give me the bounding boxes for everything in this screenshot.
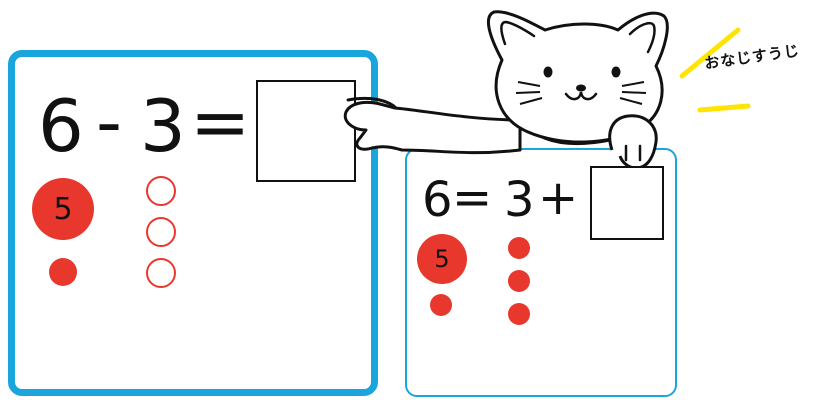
- right-filled-dot: [430, 294, 452, 316]
- right-filled-dot: [508, 303, 530, 325]
- left-equation-equals: =: [190, 80, 251, 164]
- right-filled-dot: [508, 270, 530, 292]
- right-equation-term2: 3: [504, 172, 535, 228]
- yellow-accent-mark: [697, 103, 751, 113]
- right-answer-box[interactable]: [590, 166, 664, 240]
- left-empty-circle: [146, 176, 176, 206]
- left-counter-five: 5: [32, 178, 94, 240]
- left-counter-label: 5: [53, 191, 73, 227]
- left-equation-operator: -: [96, 80, 122, 164]
- left-empty-circle: [146, 258, 176, 288]
- right-equation-operator: +: [538, 170, 579, 226]
- right-equation-term1: 6: [422, 172, 453, 228]
- left-filled-dot: [49, 258, 77, 286]
- left-equation-term2: 3: [140, 84, 186, 168]
- right-counter-five: 5: [417, 234, 467, 284]
- left-empty-circle: [146, 217, 176, 247]
- left-answer-box[interactable]: [256, 80, 356, 182]
- yellow-accent-mark: [679, 27, 741, 79]
- right-counter-label: 5: [434, 245, 450, 273]
- right-equation-equals: =: [452, 170, 493, 226]
- right-filled-dot: [508, 237, 530, 259]
- left-equation-term1: 6: [38, 84, 84, 168]
